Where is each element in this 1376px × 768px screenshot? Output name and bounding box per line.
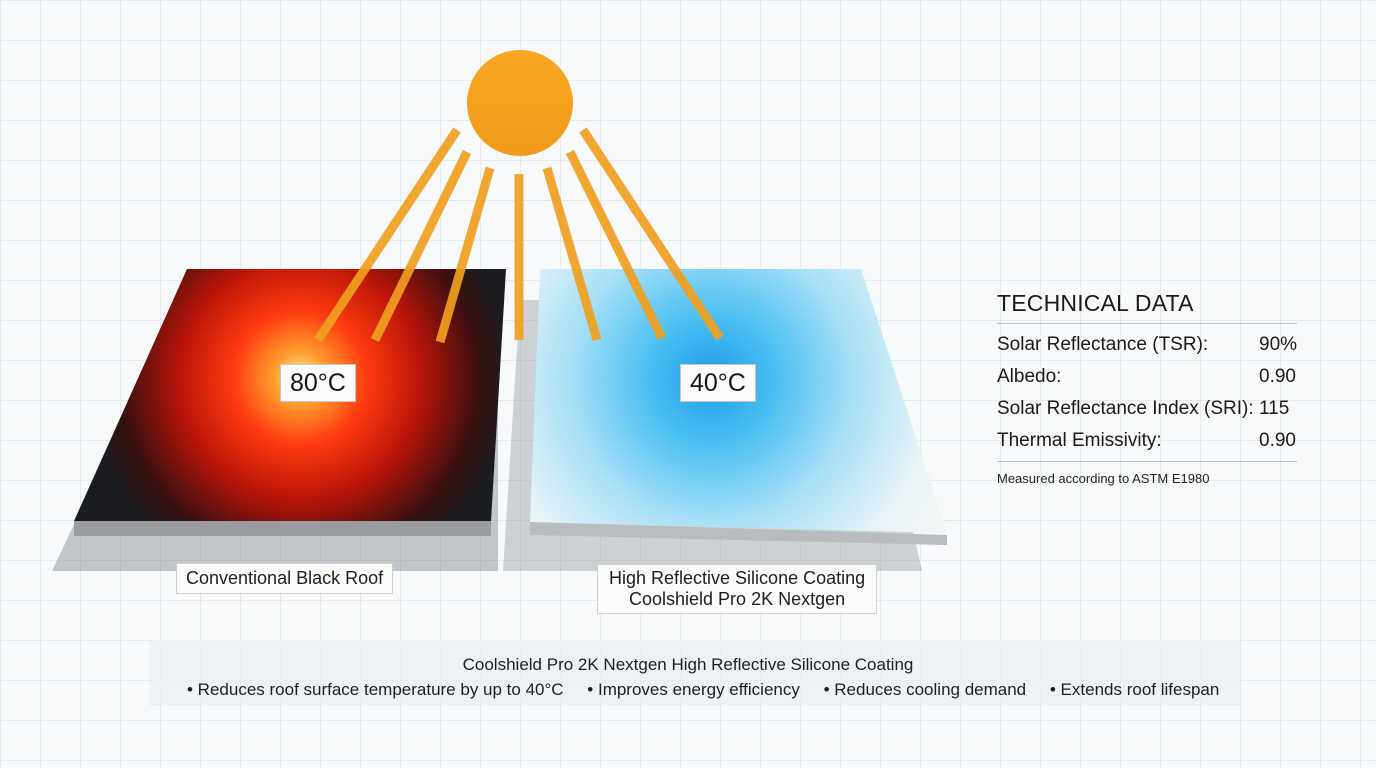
coated-roof-label-line1: High Reflective Silicone Coating bbox=[609, 568, 866, 588]
summary-bullet: • Reduces roof surface temperature by up… bbox=[187, 680, 564, 699]
summary-bullet: • Extends roof lifespan bbox=[1049, 680, 1220, 699]
tech-row-label: Thermal Emissivity: bbox=[997, 430, 1162, 451]
black-roof-label: Conventional Black Roof bbox=[176, 563, 394, 594]
black-roof-edge bbox=[74, 521, 491, 536]
coated-roof-label-line2: Coolshield Pro 2K Nextgen bbox=[629, 589, 846, 609]
summary-bullet: • Reduces cooling demand bbox=[823, 680, 1027, 699]
tech-row-value: 115 bbox=[1259, 398, 1290, 419]
summary-band bbox=[150, 640, 1240, 706]
tech-row-label: Albedo: bbox=[997, 366, 1062, 387]
technical-data-title: TECHNICAL DATA bbox=[997, 290, 1297, 324]
coated-roof-label: High Reflective Silicone Coating Coolshi… bbox=[597, 564, 878, 614]
sun-ray bbox=[314, 127, 461, 343]
summary-bullet: • Improves energy efficiency bbox=[587, 680, 800, 699]
technical-data-note: Measured according to ASTM E1980 bbox=[997, 471, 1210, 486]
tech-row-emissivity: Thermal Emissivity: 0.90 bbox=[997, 425, 1297, 457]
tech-row-albedo: Albedo: 0.90 bbox=[997, 361, 1297, 393]
tech-row-label: Solar Reflectance Index (SRI): bbox=[997, 398, 1254, 419]
sun-ray bbox=[542, 166, 602, 342]
tech-row-value: 0.90 bbox=[1259, 366, 1296, 387]
technical-data-panel: TECHNICAL DATA Solar Reflectance (TSR): … bbox=[997, 290, 1297, 486]
summary-title: Coolshield Pro 2K Nextgen High Reflectiv… bbox=[462, 655, 914, 674]
tech-row-tsr: Solar Reflectance (TSR): 90% bbox=[997, 329, 1297, 361]
sun-rays bbox=[314, 127, 724, 344]
sun-icon bbox=[467, 50, 573, 156]
sun-ray bbox=[579, 127, 724, 341]
coated-roof-edge bbox=[530, 522, 947, 545]
tech-row-label: Solar Reflectance (TSR): bbox=[997, 334, 1209, 355]
black-roof-temperature: 80°C bbox=[280, 364, 356, 402]
coated-roof-temperature: 40°C bbox=[680, 364, 756, 402]
black-roof-label-text: Conventional Black Roof bbox=[186, 568, 384, 588]
sun-ray bbox=[565, 150, 667, 340]
tech-row-sri: Solar Reflectance Index (SRI): 115 bbox=[997, 393, 1297, 425]
sun-ray bbox=[370, 150, 472, 342]
tech-row-value: 0.90 bbox=[1259, 430, 1296, 451]
sun-ray bbox=[435, 166, 495, 344]
technical-data-rows: Solar Reflectance (TSR): 90% Albedo: 0.9… bbox=[997, 324, 1297, 462]
tech-row-value: 90% bbox=[1259, 334, 1298, 355]
summary-bullets: • Reduces roof surface temperature by up… bbox=[187, 680, 1238, 700]
